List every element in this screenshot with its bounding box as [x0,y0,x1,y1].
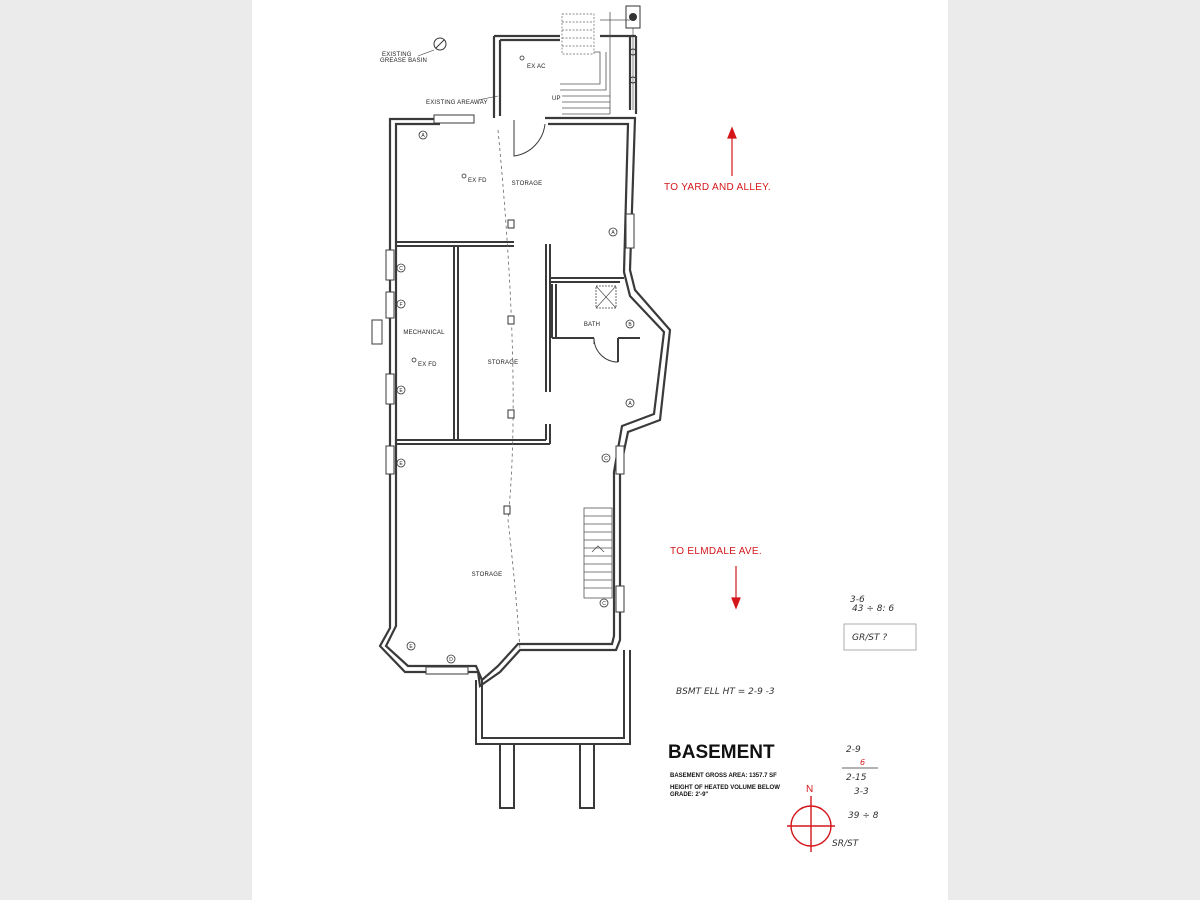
north-arrow-icon [787,796,835,852]
svg-text:C: C [399,266,403,272]
hand-calc4: 3-3 [854,787,869,797]
svg-text:B: B [628,322,632,328]
note-up: UP [552,96,561,102]
svg-text:C: C [604,456,608,462]
exterior-walls [378,34,672,688]
drawing-title: BASEMENT [668,742,775,763]
areaway-fixtures [625,5,641,110]
window-tags [396,130,635,664]
north-label: N [806,784,814,795]
hand-bsmt-line: BSMT ELL HT = 2-9 -3 [676,687,775,697]
room-label-bath: BATH [584,322,600,328]
drawing-sheet [252,0,948,900]
bath-fixture [595,285,617,309]
hand-note-a2: 43 ÷ 8: 6 [852,604,894,614]
svg-text:F: F [399,302,402,308]
hand-note-a1: 3-6 [850,595,865,605]
svg-text:D: D [449,657,453,663]
note-ex-fd-top: EX FD [468,178,487,184]
room-label-storage-mid: STORAGE [488,360,519,366]
note-ex-ac: EX AC [527,64,546,70]
window-tag-letters: A A C F E B A E C C E D [399,133,632,663]
svg-text:E: E [409,644,413,650]
areaway-steps [560,12,630,115]
height-line-2: GRADE: 2'-9" [670,792,708,798]
interior-walls [396,241,640,445]
room-label-storage-bottom: STORAGE [472,572,503,578]
hand-calc6: SR/ST [832,839,860,849]
bottom-areaway [475,650,631,809]
svg-text:A: A [628,401,632,407]
hand-calc5: 39 ÷ 8 [848,811,879,821]
note-existing: EXISTING [382,52,412,58]
gross-area: BASEMENT GROSS AREA: 1357.7 SF [670,773,777,779]
height-line-1: HEIGHT OF HEATED VOLUME BELOW [670,785,780,791]
hand-calc2: 6 [860,758,865,767]
areaway-leader [477,95,499,101]
hand-calc1: 2-9 [846,745,861,755]
grease-basin-symbol [417,37,447,57]
svg-text:E: E [399,461,403,467]
svg-text:E: E [399,388,403,394]
svg-text:A: A [611,230,615,236]
beam-markers [503,219,515,515]
hand-box [843,623,917,651]
hand-calc3: 2-15 [846,773,867,783]
svg-text:C: C [602,601,606,607]
note-existing-areaway: EXISTING AREAWAY [426,100,488,106]
windows [371,114,635,675]
hand-grist: GR/ST ? [852,633,887,643]
red-arrows [727,126,741,610]
ceiling-line [497,129,521,651]
note-ex-fd-mech: EX FD [418,362,437,368]
room-label-mechanical: MECHANICAL [403,330,445,336]
areaway-stair [561,13,595,55]
note-grease-basin: GREASE BASIN [380,58,427,64]
interior-stair [583,507,613,599]
note-to-elmdale: TO ELMDALE AVE. [670,546,762,557]
room-label-storage-top: STORAGE [512,181,543,187]
door-swings [513,120,619,363]
note-to-yard: TO YARD AND ALLEY. [664,182,771,193]
floor-drains [411,55,525,363]
svg-text:A: A [421,133,425,139]
